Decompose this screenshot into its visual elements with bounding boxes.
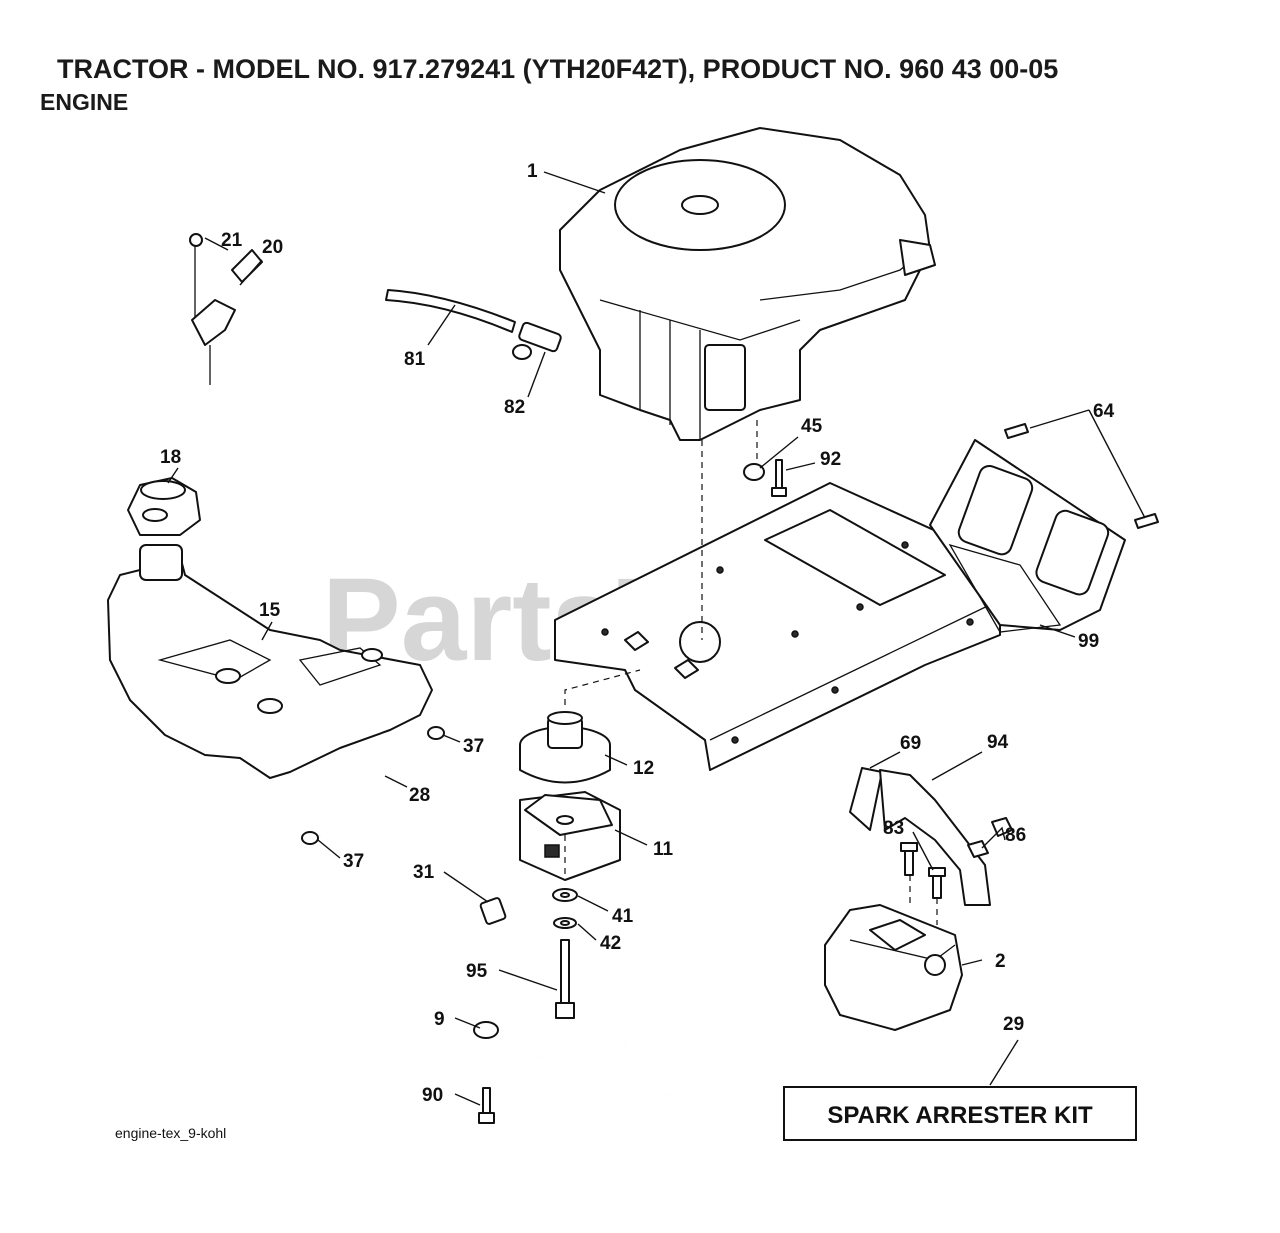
callout-11: 11	[653, 839, 674, 860]
heat-shield-gasket-part[interactable]	[948, 543, 1062, 633]
callout-1: 1	[527, 161, 538, 182]
callout-69: 69	[900, 733, 921, 754]
rod-bolt-part[interactable]	[478, 1087, 495, 1124]
spring-part[interactable]	[479, 897, 507, 925]
muffler-bolt-right-part[interactable]	[928, 867, 946, 899]
alignment-lines	[564, 420, 938, 925]
callout-20: 20	[262, 237, 283, 258]
callout-2: 2	[995, 951, 1006, 972]
page-title: TRACTOR - MODEL NO. 917.279241 (YTH20F42…	[57, 54, 1058, 84]
washer-41-part[interactable]	[552, 888, 578, 902]
bolt-part[interactable]	[771, 459, 787, 497]
callouts: 1 21 20 81 82 45 92 64 18 15 99 37 12 28…	[160, 161, 1115, 1106]
callout-86: 86	[1005, 825, 1026, 846]
callout-18: 18	[160, 447, 181, 468]
exhaust-gasket-part[interactable]	[849, 767, 883, 831]
pulley-part[interactable]	[519, 711, 611, 784]
callout-45: 45	[801, 416, 823, 437]
callout-15: 15	[259, 600, 281, 621]
callout-99: 99	[1078, 631, 1099, 652]
pto-bolt-part[interactable]	[555, 939, 575, 1019]
callout-92: 92	[820, 449, 841, 470]
engine-part[interactable]	[559, 127, 936, 441]
fuel-tank-part[interactable]	[107, 544, 433, 779]
callout-90: 90	[422, 1085, 443, 1106]
callout-12: 12	[633, 758, 654, 779]
callout-37-lower: 37	[343, 851, 364, 872]
callout-81: 81	[404, 349, 426, 370]
pto-clutch-part[interactable]	[519, 791, 621, 881]
fuel-cap-part[interactable]	[127, 477, 201, 536]
nut-part[interactable]	[743, 463, 765, 481]
section-title: ENGINE	[40, 89, 128, 115]
exhaust-nut-lower-part[interactable]	[967, 840, 989, 858]
callout-94: 94	[987, 732, 1009, 753]
fuel-line-part[interactable]	[319, 734, 436, 837]
callout-64: 64	[1093, 401, 1115, 422]
callout-31: 31	[413, 862, 435, 883]
fuel-hose-part[interactable]	[385, 289, 516, 333]
exhaust-pipe-part[interactable]	[879, 769, 991, 906]
callout-41: 41	[612, 906, 634, 927]
screw-lower-part[interactable]	[1134, 513, 1159, 529]
hose-clamp-upper-part[interactable]	[427, 726, 445, 740]
callout-21: 21	[221, 230, 243, 251]
callout-82: 82	[504, 397, 525, 418]
callout-37-upper: 37	[463, 736, 484, 757]
diagram-code: engine-tex_9-kohl	[115, 1125, 226, 1141]
hose-clamp-lower-part[interactable]	[301, 831, 319, 845]
spark-arrester-kit-label: SPARK ARRESTER KIT	[827, 1102, 1093, 1129]
screw-upper-part[interactable]	[1004, 423, 1029, 439]
leader-lines	[167, 171, 1146, 1106]
mounting-plate-part[interactable]	[554, 482, 1001, 771]
callout-42: 42	[600, 933, 621, 954]
washer-42-part[interactable]	[553, 917, 577, 929]
fuel-fitting-part[interactable]	[512, 321, 562, 360]
callout-28: 28	[409, 785, 430, 806]
brace-rod-part[interactable]	[473, 1021, 673, 1134]
callout-29: 29	[1003, 1014, 1024, 1035]
control-bracket-part[interactable]	[189, 233, 263, 385]
muffler-bolt-left-part[interactable]	[900, 842, 918, 876]
callout-95: 95	[466, 961, 488, 982]
callout-83: 83	[883, 818, 904, 839]
callout-9: 9	[434, 1009, 445, 1030]
heat-shield-part[interactable]	[929, 439, 1126, 631]
spark-arrester-kit-box[interactable]: SPARK ARRESTER KIT	[783, 1086, 1137, 1141]
muffler-part[interactable]	[824, 904, 963, 1031]
exhaust-nut-upper-part[interactable]	[991, 817, 1013, 837]
